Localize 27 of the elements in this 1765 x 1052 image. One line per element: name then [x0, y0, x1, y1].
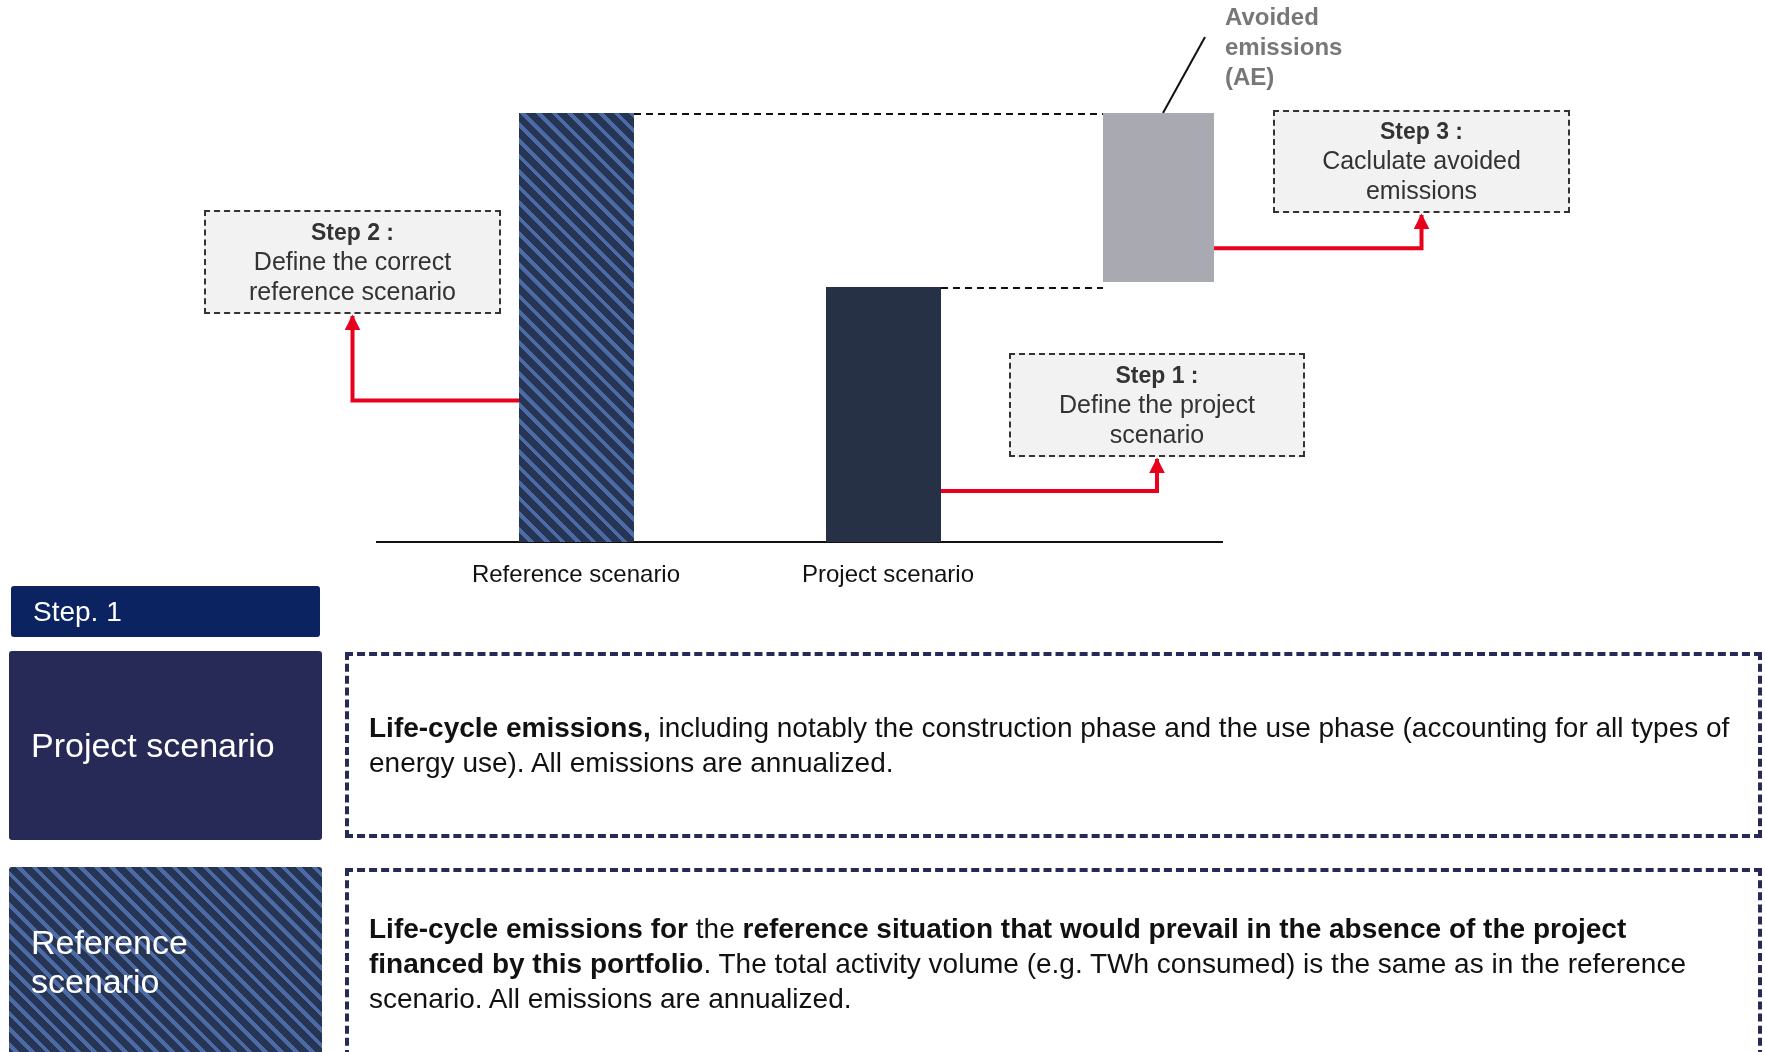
step-text: Caclulate avoided emissions	[1321, 145, 1522, 205]
hatched-bar	[519, 113, 634, 542]
step-heading: Step 3 :	[1379, 118, 1464, 145]
callout-text: Avoided emissions (AE)	[1225, 2, 1395, 102]
dashed-line	[940, 287, 1104, 289]
description-box	[345, 868, 1762, 1052]
description-text: Life-cycle emissions, including notably the construction phase and the use phase (accounting for all types of energy use). All emissions are annualized.	[369, 711, 1731, 780]
bar-label: Reference scenario	[471, 560, 681, 588]
leader-line	[1162, 36, 1206, 114]
description-box	[345, 652, 1762, 838]
step-heading: Step 2 :	[310, 218, 395, 246]
bar-label: Project scenario	[801, 560, 975, 588]
bar	[826, 287, 941, 542]
step-heading: Step 1 :	[1115, 361, 1199, 389]
bar	[1103, 113, 1214, 282]
header-bar: Step. 1	[11, 586, 320, 637]
arrow	[344, 314, 519, 403]
arrow	[1214, 213, 1430, 251]
step-text: Define the project scenario	[1058, 388, 1256, 449]
step-box	[1009, 353, 1305, 457]
step-text: Define the correct reference scenario	[247, 245, 458, 306]
label-panel: Reference scenario	[9, 867, 322, 1052]
label-panel: Project scenario	[9, 651, 322, 840]
description-text: Life-cycle emissions for the reference situation that would prevail in the absence of the project financed by this portfolio. The total activity volume (e.g. TWh consumed) is the same as in the reference scenario. All emissions are annualized.	[369, 911, 1687, 1016]
step-box	[204, 210, 501, 314]
arrow	[941, 457, 1165, 493]
step-box	[1273, 110, 1570, 213]
